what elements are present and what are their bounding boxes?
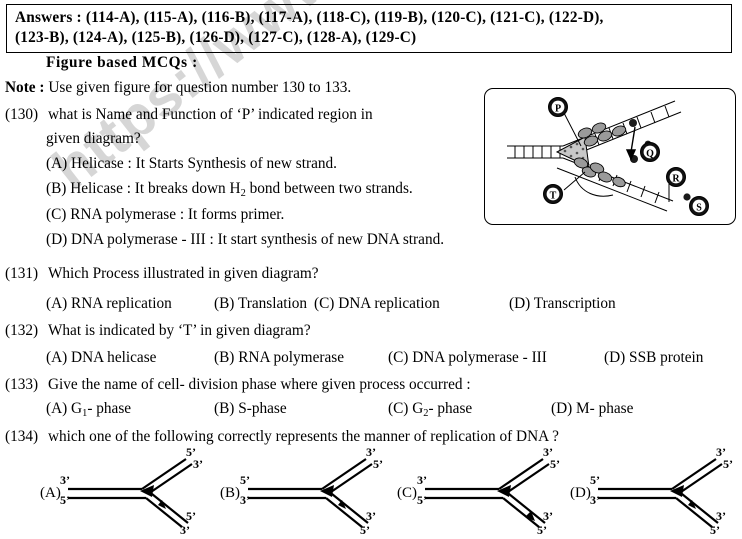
section-heading: Figure based MCQs : [46,54,198,71]
option-133-a-sub: 1 [82,407,88,419]
option-133-b-prefix: (B) S-phase [214,400,287,417]
svg-text:R: R [672,173,680,184]
fork-diagram-d: (D) 5’ 3’ 3’ 5’ 3’ 5’ [556,445,736,537]
fork-a-lower-inner: 5’ [186,509,196,523]
note-label: Note : [5,79,45,96]
option-133-b[interactable]: (B) S-phase [214,400,287,418]
figure-label-r: R [666,167,686,187]
option-133-a-suffix: - phase [87,400,132,417]
question-131-text: Which Process illustrated in given diagr… [47,265,319,282]
svg-text:Q: Q [646,148,654,159]
svg-text:S: S [696,202,702,213]
polymerase-dots [629,119,691,201]
option-133-c-suffix: - phase [428,400,473,417]
option-130-d[interactable]: (D) DNA polymerase - III : It start synt… [46,231,445,248]
fork-b-lower-outer: 5’ [360,523,370,537]
option-133-c-sub: 2 [423,407,429,419]
fork-a-upper-inner: 3’ [193,457,203,471]
fork-d-lower-inner: 3’ [716,509,726,523]
svg-text:P: P [555,103,561,114]
question-133-number: (133) [5,376,39,393]
fork-d-lower-outer: 5’ [710,523,720,537]
fork-b-label: (B) [220,485,240,501]
leader-line-t [563,171,586,191]
option-130-a[interactable]: (A) Helicase : It Starts Synthesis of ne… [46,155,338,172]
fork-a-lower-outer: 3’ [180,523,190,537]
question-130: (130) what is Name and Function of ‘P’ i… [5,106,373,124]
fork-a-left-top: 3’ [60,473,70,487]
option-130-b-post: bond between two strands. [245,180,413,197]
figure-label-t: T [543,184,563,204]
fork-c-left-bottom: 5’ [417,493,427,507]
answers-line-2: (123-B), (124-A), (125-B), (126-D), (127… [15,29,417,46]
leader-line-p [563,112,582,147]
question-130-text-cont: given diagram? [46,130,141,147]
fork-b-upper-inner: 5’ [373,457,383,471]
option-133-d-prefix: (D) M- phase [551,400,634,417]
note-line: Note : Use given figure for question num… [5,79,351,97]
option-131-c[interactable]: (C) DNA replication [314,295,440,312]
fork-a-upper-outer: 5’ [186,445,196,459]
fork-c-lower-outer: 5’ [537,523,547,537]
fork-b-lower-inner: 3’ [366,509,376,523]
option-131-b[interactable]: (B) Translation [214,295,308,312]
fork-c-lower-inner: 3’ [543,509,553,523]
option-130-b-sub: 2 [240,187,246,199]
fork-b-left-bottom: 3’ [240,493,250,507]
dna-replication-figure: P Q R S T [484,88,736,225]
option-132-a[interactable]: (A) DNA helicase [46,349,157,366]
option-132-d[interactable]: (D) SSB protein [604,349,704,366]
option-131-a[interactable]: (A) RNA replication [46,295,172,312]
question-134-text: which one of the following correctly rep… [47,428,559,445]
question-130-number: (130) [5,106,39,123]
figure-label-q: Q [640,142,660,162]
fork-a-left-bottom: 5’ [60,493,70,507]
option-132-b[interactable]: (B) RNA polymerase [214,349,345,366]
fork-c-label: (C) [397,485,417,501]
option-133-a[interactable]: (A) G1- phase [46,400,131,419]
fork-c-upper-outer: 3’ [543,445,553,459]
option-133-d[interactable]: (D) M- phase [551,400,633,418]
option-130-b[interactable]: (B) Helicase : It breaks down H2 bond be… [46,180,413,199]
fork-diagram-c: (C) 3’ 5’ 3’ 5’ 3’ 5’ [383,445,563,537]
fork-diagram-b: (B) 5’ 3’ 3’ 5’ 3’ 5’ [206,445,386,537]
fork-diagram-a: (A) 3’ 5’ 5’ 3’ 5’ 3’ [26,445,206,537]
question-130-text: what is Name and Function of ‘P’ indicat… [47,106,373,123]
ssb-protein-beads [573,122,627,188]
question-132: (132) What is indicated by ‘T’ in given … [5,322,311,340]
option-130-b-pre: (B) Helicase : It breaks down H [46,180,241,197]
option-133-a-prefix: (A) G [46,400,83,417]
dna-replication-svg: P Q R S T [507,97,709,216]
figure-label-p: P [548,97,568,117]
fork-c-left-top: 3’ [417,473,427,487]
question-133-text: Give the name of cell- division phase wh… [47,376,471,393]
answers-box: Answers : (114-A), (115-A), (116-B), (11… [6,4,732,53]
option-133-c-prefix: (C) G [388,400,424,417]
fork-d-upper-inner: 5’ [723,457,733,471]
fork-b-upper-outer: 3’ [366,445,376,459]
fork-b-left-top: 5’ [240,473,250,487]
svg-text:T: T [550,190,557,201]
question-133: (133) Give the name of cell- division ph… [5,376,471,394]
fork-d-left-top: 5’ [590,473,600,487]
answers-line-1: Answers : (114-A), (115-A), (116-B), (11… [15,9,604,26]
fork-d-upper-outer: 3’ [716,445,726,459]
question-134: (134) which one of the following correct… [5,428,559,446]
fork-d-left-bottom: 3’ [590,493,600,507]
movement-arrows [625,126,637,161]
question-134-number: (134) [5,428,39,445]
figure-label-s: S [689,196,709,216]
option-130-c[interactable]: (C) RNA polymerase : It forms primer. [46,206,285,223]
option-133-c[interactable]: (C) G2- phase [388,400,472,419]
question-132-number: (132) [5,322,39,339]
note-text: Use given figure for question number 130… [48,79,352,96]
question-132-text: What is indicated by ‘T’ in given diagra… [47,322,311,339]
option-131-d[interactable]: (D) Transcription [509,295,616,312]
fork-c-upper-inner: 5’ [550,457,560,471]
question-131-number: (131) [5,265,39,282]
question-131: (131) Which Process illustrated in given… [5,265,319,283]
option-132-c[interactable]: (C) DNA polymerase - III [388,349,547,366]
fork-a-label: (A) [40,485,61,501]
fork-d-label: (D) [570,485,591,501]
